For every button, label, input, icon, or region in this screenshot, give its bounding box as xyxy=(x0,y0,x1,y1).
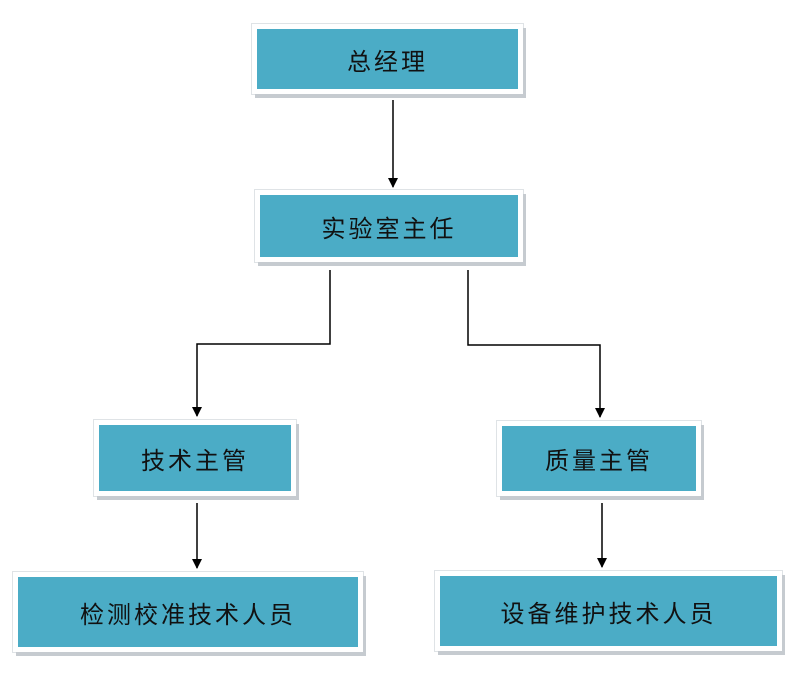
node-label: 总经理 xyxy=(347,47,428,76)
node-label: 设备维护技术人员 xyxy=(500,599,717,628)
node-general-manager: 总经理 xyxy=(252,24,523,94)
node-quality-supervisor: 质量主管 xyxy=(497,421,701,496)
edge-director-to-tech xyxy=(192,270,331,417)
node-technical-supervisor: 技术主管 xyxy=(94,420,296,496)
node-label: 实验室主任 xyxy=(321,214,457,243)
node-label: 质量主管 xyxy=(545,447,653,475)
node-equipment-maintenance-staff: 设备维护技术人员 xyxy=(435,571,782,651)
node-testing-calibration-staff: 检测校准技术人员 xyxy=(13,572,363,652)
node-lab-director: 实验室主任 xyxy=(255,190,523,262)
node-label: 技术主管 xyxy=(141,446,249,475)
edge-director-to-quality xyxy=(467,270,605,418)
node-label: 检测校准技术人员 xyxy=(80,600,296,629)
